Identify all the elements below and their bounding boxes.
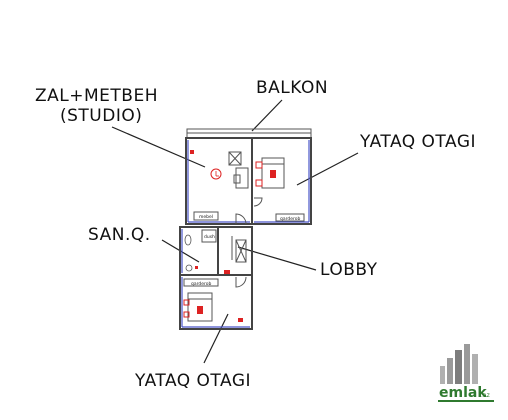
leader-balkon <box>251 99 283 132</box>
logo-suffix: .az <box>481 392 490 399</box>
label-mebel: mebel <box>199 214 213 220</box>
label-yataq-bottom: YATAQ OTAGI <box>134 371 251 391</box>
balcony <box>186 128 312 139</box>
room-bathroom: dush <box>179 226 219 276</box>
socket-icon <box>190 150 194 154</box>
leader-yataq-top <box>296 152 359 186</box>
room-bedroom-bottom: qarderob <box>179 274 253 330</box>
logo-text: emlak <box>439 385 487 401</box>
ceiling-light-icon <box>210 168 222 180</box>
leader-yataq-bottom <box>203 313 229 364</box>
label-san-q: SAN.Q. <box>88 225 151 245</box>
room-bedroom-top: qarderob <box>251 137 312 225</box>
room-lobby <box>217 226 253 276</box>
label-studio-line1: ZAL+METBEH <box>35 86 158 106</box>
label-lobby: LOBBY <box>320 260 378 280</box>
room-studio: mebel <box>185 137 253 225</box>
label-balkon: BALKON <box>256 78 328 98</box>
leader-lobby <box>237 246 317 271</box>
label-qarderob-bottom: qarderob <box>191 281 212 287</box>
emlak-logo: emlak .az <box>438 344 494 402</box>
label-dush: dush <box>204 234 215 240</box>
label-qarderob-top: qarderob <box>280 216 301 222</box>
leader-studio <box>111 126 206 168</box>
label-studio-line2: (STUDIO) <box>60 106 142 126</box>
label-yataq-top: YATAQ OTAGI <box>359 132 476 152</box>
